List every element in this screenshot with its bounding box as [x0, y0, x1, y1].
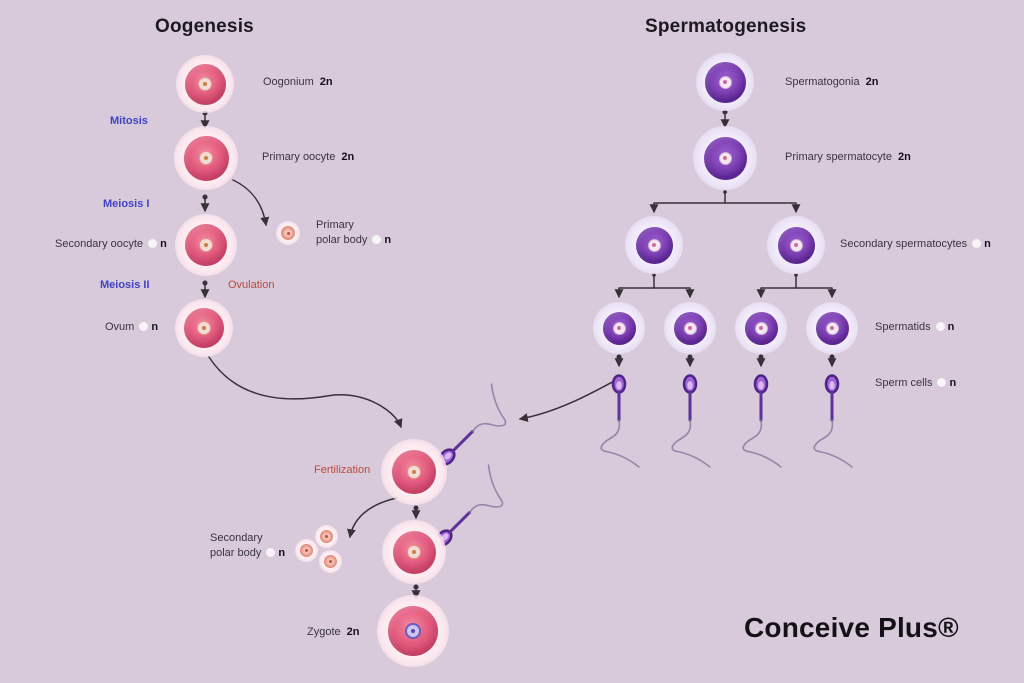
primary-oocyte-cell — [174, 126, 238, 190]
sperm-cell-icon — [741, 374, 783, 469]
oogenesis-title: Oogenesis — [155, 16, 254, 37]
highlight-patch — [372, 234, 382, 244]
sperm-cell-icon — [812, 374, 854, 469]
secondary-spermatocyte-cell — [625, 216, 683, 274]
highlight-patch — [937, 378, 947, 387]
brand-logo-text: Conceive Plus® — [744, 612, 959, 643]
highlight-patch — [139, 322, 149, 331]
secondary-oocyte-cell — [175, 214, 237, 276]
fertilized-ovum-cell-2 — [382, 520, 446, 584]
primary-polar-body-cell — [276, 221, 300, 245]
spermatogonia-cell — [696, 53, 754, 111]
spermatid-cell — [664, 302, 716, 354]
meiosis-2-label: Meiosis II — [100, 279, 150, 291]
spermatid-cell — [735, 302, 787, 354]
secondary-spermatocyte-cell — [767, 216, 825, 274]
ovulation-label: Ovulation — [228, 279, 275, 291]
spermatid-cell — [806, 302, 858, 354]
highlight-patch — [266, 547, 276, 557]
zygote-cell — [377, 595, 449, 667]
ovum-cell — [175, 299, 233, 357]
mitosis-label: Mitosis — [110, 115, 148, 127]
secondary-polar-body-cell — [315, 525, 338, 548]
sperm-cell-icon — [670, 374, 712, 469]
primary-spermatocyte-cell — [693, 126, 757, 190]
secondary-polar-body-cell — [319, 550, 342, 573]
highlight-patch — [935, 322, 945, 331]
spermatid-cell — [593, 302, 645, 354]
sperm-cell-icon — [599, 374, 641, 469]
oogonium-cell — [176, 55, 234, 113]
spermatogenesis-title: Spermatogenesis — [645, 16, 807, 37]
fertilized-ovum-cell — [381, 439, 447, 505]
highlight-patch — [972, 239, 982, 248]
fertilization-label: Fertilization — [314, 464, 371, 476]
secondary-polar-body-cell — [295, 539, 318, 562]
meiosis-1-label: Meiosis I — [103, 198, 150, 210]
highlight-patch — [148, 239, 158, 248]
